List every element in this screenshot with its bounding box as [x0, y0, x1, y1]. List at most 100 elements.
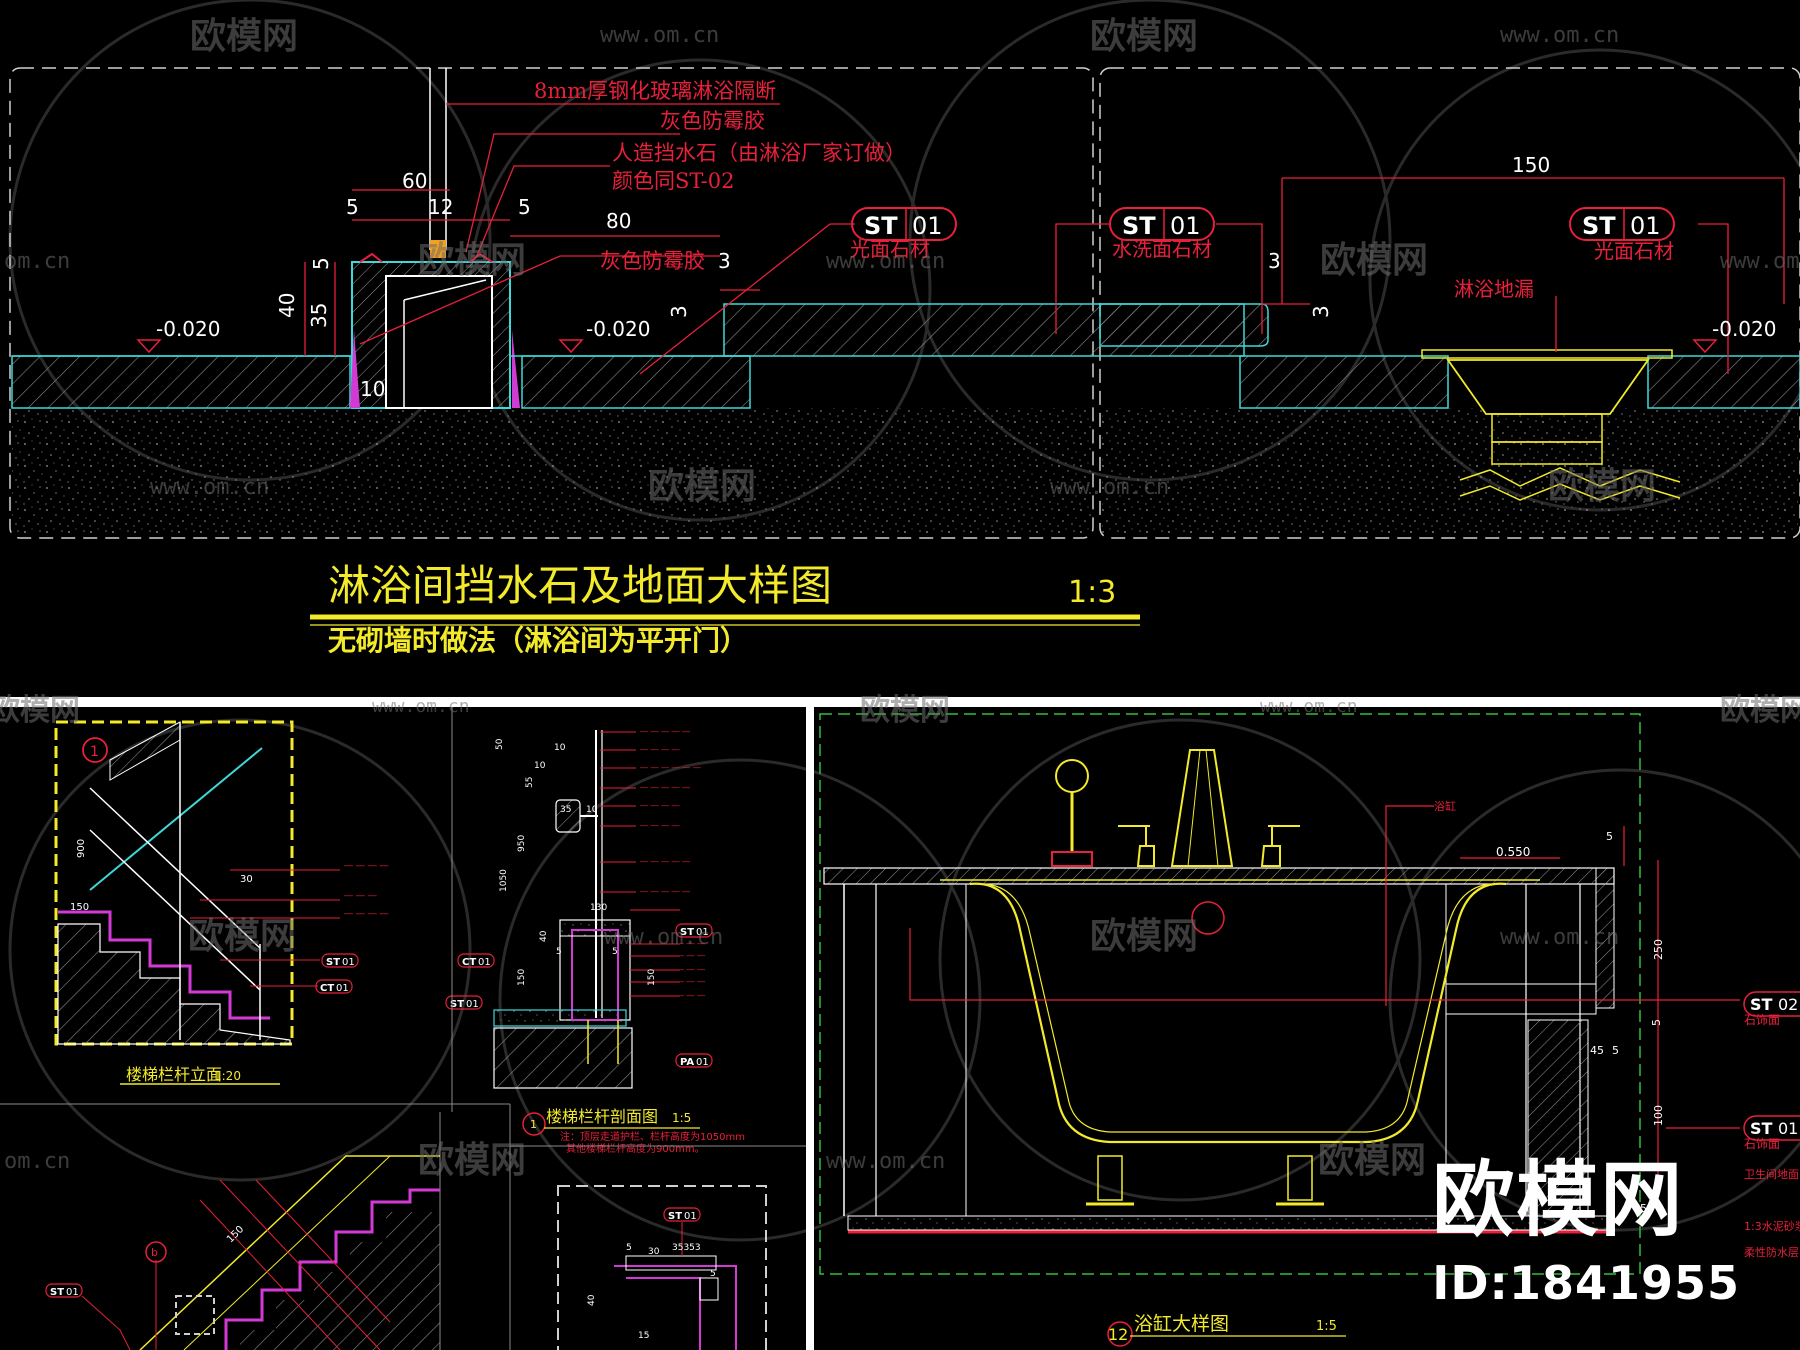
dim-40: 40	[275, 293, 299, 318]
svg-text:ST: ST	[864, 212, 898, 240]
svg-text:― ― ― ―: ― ― ― ―	[344, 909, 389, 919]
tub-note-1: 卫生间地面	[1744, 1167, 1799, 1181]
svg-text:欧模网: 欧模网	[1318, 1140, 1426, 1181]
svg-text:PA: PA	[680, 1057, 694, 1068]
svg-text:950: 950	[517, 835, 527, 852]
tub-title: 浴缸大样图	[1134, 1313, 1229, 1335]
svg-text:01: 01	[912, 212, 943, 240]
leader-lines	[359, 103, 1729, 375]
tub-scale: 1:5	[1316, 1319, 1337, 1334]
svg-text:www.om.cn: www.om.cn	[604, 925, 723, 950]
svg-text:01: 01	[1630, 212, 1661, 240]
tub-level: 0.550	[1496, 845, 1530, 859]
concrete-base-right	[1102, 408, 1798, 536]
svg-text:50: 50	[495, 738, 505, 750]
dim-10: 10	[360, 377, 385, 401]
annotation-threshold: 人造挡水石（由淋浴厂家订做）	[612, 141, 906, 165]
level-1: -0.020	[156, 317, 220, 341]
svg-text:www.om.cn: www.om.cn	[826, 249, 945, 274]
stair-railing-elevation: 1 900 30 150 ― ― ― ― ― ― ― ― ― ― ― ST 01…	[54, 720, 389, 1085]
svg-text:欧模网: 欧模网	[418, 1140, 526, 1181]
svg-text:www.om.cn: www.om.cn	[372, 696, 470, 717]
section-scale: 1:5	[672, 1111, 691, 1125]
svg-text:― ― ―: ― ― ―	[676, 977, 705, 986]
svg-text:ST: ST	[1750, 995, 1773, 1014]
svg-text:ST: ST	[1122, 212, 1156, 240]
dim-5c: 5	[309, 257, 333, 270]
concrete-base-left	[12, 408, 1092, 536]
dim-12: 12	[428, 195, 453, 219]
section-tag-ct: CT 01	[457, 953, 495, 968]
svg-text:欧模网: 欧模网	[0, 693, 80, 728]
small-detail: ST 01 5 30 35353 40 15 5	[557, 1185, 767, 1350]
svg-text:石饰面: 石饰面	[1744, 1013, 1780, 1027]
svg-text:150: 150	[517, 969, 527, 986]
bathtub-detail: 浴缸 0.550 5 250 5 45 5 100 5 ST 02 石饰面 ST…	[819, 713, 1800, 1347]
svg-text:5: 5	[556, 947, 562, 957]
svg-text:欧模网: 欧模网	[188, 916, 296, 957]
svg-text:01: 01	[466, 999, 479, 1010]
svg-text:150: 150	[70, 902, 89, 913]
svg-text:30: 30	[648, 1247, 660, 1257]
dimension-lines	[304, 177, 1785, 356]
svg-text:01: 01	[684, 1211, 697, 1222]
level-3: -0.020	[1712, 317, 1776, 341]
annotation-sealant-2: 灰色防霉胶	[600, 249, 705, 273]
svg-text:www.om.cn: www.om.cn	[826, 1149, 945, 1174]
svg-text:欧模网: 欧模网	[860, 693, 950, 728]
svg-text:150: 150	[647, 969, 657, 986]
svg-text:www.om.cn: www.om.cn	[600, 23, 719, 48]
svg-text:www.om.cn: www.om.cn	[1050, 475, 1169, 500]
pane-divider-horizontal	[0, 697, 1800, 707]
svg-text:5: 5	[626, 1243, 632, 1253]
svg-text:om.cn: om.cn	[4, 1149, 70, 1174]
svg-text:― ― ― ―: ― ― ― ―	[640, 745, 680, 754]
svg-text:5: 5	[1650, 1019, 1663, 1026]
stair-railing-section: ― ― ― ― ― ― ― ― ― ― ― ― ― ― ― ― ― ― ― ― …	[445, 727, 745, 1155]
tub-note-2: 1:3水泥砂浆	[1744, 1219, 1800, 1233]
material-tag-2: ST 01 水洗面石材	[1109, 207, 1215, 261]
elevation-title: 楼梯栏杆立面	[126, 1065, 222, 1084]
material-tag-1: ST 01 光面石材	[850, 207, 957, 261]
stair-plan: b 150 ST 01	[45, 1155, 440, 1350]
svg-text:10: 10	[586, 805, 598, 815]
dim-3a: 3	[718, 249, 731, 273]
svg-text:― ― ―: ― ― ―	[676, 939, 705, 948]
section-title: 楼梯栏杆剖面图	[546, 1107, 658, 1126]
svg-text:ST: ST	[1582, 212, 1616, 240]
drawing-scale: 1:3	[1068, 575, 1116, 610]
svg-text:― ― ― ― ― ―: ― ― ― ― ― ―	[640, 763, 701, 772]
svg-text:5: 5	[1640, 1202, 1647, 1215]
level-2: -0.020	[586, 317, 650, 341]
elev-tag-ct: CT 01	[315, 979, 353, 994]
floor-drain	[1421, 349, 1681, 501]
svg-text:01: 01	[342, 957, 355, 968]
svg-text:― ― ― ― ―: ― ― ― ― ―	[640, 887, 690, 896]
svg-text:01: 01	[66, 1287, 79, 1298]
dim-60: 60	[402, 169, 427, 193]
brand-watermark-name: 欧模网	[1432, 1153, 1685, 1248]
svg-text:CT: CT	[462, 957, 476, 968]
svg-text:01: 01	[696, 927, 709, 938]
tub-label: 浴缸	[1434, 799, 1456, 813]
drain-label: 淋浴地漏	[1454, 277, 1534, 301]
svg-text:www.om.cn: www.om.cn	[1500, 925, 1619, 950]
svg-text:100: 100	[1652, 1105, 1665, 1126]
section-tag-st-1: ST 01	[675, 923, 713, 938]
svg-text:ST: ST	[450, 999, 464, 1010]
section-note-1: 注：顶层走道护栏、栏杆高度为1050mm	[560, 1130, 745, 1143]
svg-text:ST: ST	[668, 1211, 682, 1222]
svg-text:― ― ―: ― ― ―	[676, 991, 705, 1000]
svg-text:― ― ―: ― ― ―	[676, 951, 705, 960]
plan-tag-st: ST 01	[45, 1283, 83, 1298]
svg-text:01: 01	[696, 1057, 709, 1068]
svg-text:欧模网: 欧模网	[1090, 16, 1198, 57]
svg-text:― ― ― ―: ― ― ― ―	[640, 821, 680, 830]
svg-text:5: 5	[612, 947, 618, 957]
brand-watermark-id: ID:1841955	[1432, 1256, 1740, 1310]
material-tag-3: ST 01 光面石材	[1569, 207, 1675, 263]
svg-text:01: 01	[478, 957, 491, 968]
left-annotations: 8mm厚钢化玻璃淋浴隔断 灰色防霉胶 人造挡水石（由淋浴厂家订做） 颜色同ST-…	[534, 79, 906, 273]
svg-text:02: 02	[1778, 995, 1798, 1014]
